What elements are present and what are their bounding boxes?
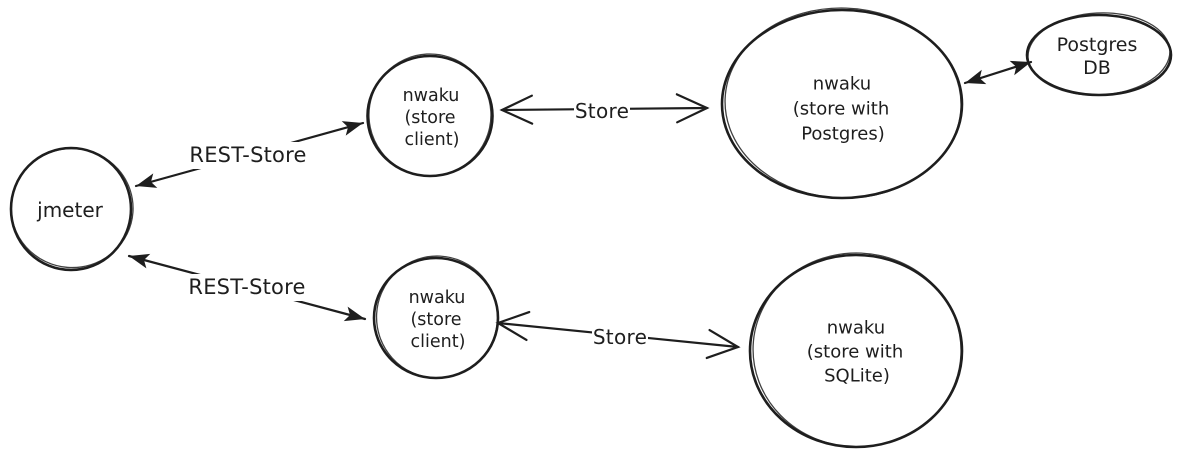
node-store-sqlite-label-line1: nwaku [827,318,885,339]
node-store-sqlite-sketch-stroke [752,252,962,448]
edge-jmeter-client-top: REST-Store [134,121,365,188]
edge-label-bg-store-bottom [592,325,648,349]
edge-label-store-top: Store [575,99,629,123]
node-store-client-bottom-label-line2: (store [410,310,461,330]
node-store-postgres-label-line2: (store with [793,99,889,120]
node-store-client-top-label-line1: nwaku [403,86,460,106]
node-nwaku-store-client-bottom: nwaku (store client) [372,255,500,380]
edge-label-rest-store-top: REST-Store [189,143,306,167]
node-postgres-db-label-line2: DB [1083,57,1111,79]
arrowhead-client-bottom-end [343,306,365,322]
node-store-client-top-sketch-stroke [368,53,492,177]
arrowhead-postgres-db-end [1009,60,1031,76]
node-postgres-db: Postgres DB [1025,12,1173,97]
node-store-postgres-sketch-stroke [724,7,962,199]
node-store-postgres-label-line3: Postgres) [801,124,885,145]
edge-label-bg-store-top [574,99,630,123]
node-postgres-db-label-line1: Postgres [1057,34,1138,56]
edge-label-bg-rest-store-top [193,142,303,169]
node-postgres-db-sketch-stroke [1027,12,1171,96]
arrowhead-open-store-bottom-right [705,328,741,360]
node-store-postgres-label-line1: nwaku [813,74,871,95]
node-store-sqlite-label-line2: (store with [807,342,903,363]
edge-label-rest-store-bottom: REST-Store [188,275,305,299]
arrowhead-open-store-top-right [675,93,710,124]
node-store-sqlite-label-line3: SQLite) [824,366,890,387]
edge-label-bg-rest-store-bottom [192,274,302,301]
node-store-client-top-label-line2: (store [404,108,455,128]
node-jmeter-label: jmeter [36,198,103,222]
node-store-client-top-label-line3: client) [405,130,460,150]
arrowhead-jmeter-bottom-end [129,253,151,269]
arrowhead-client-top-end [341,121,363,136]
edge-client-top-store-postgres: Store [499,93,710,125]
node-nwaku-store-client-top: nwaku (store client) [366,53,494,178]
node-nwaku-store-with-postgres: nwaku (store with Postgres) [720,7,964,200]
node-jmeter: jmeter [9,146,134,272]
node-store-client-bottom-label-line1: nwaku [409,288,466,308]
arrowhead-open-store-top-left [499,94,534,125]
arrowhead-open-store-bottom-left [495,310,531,342]
edge-store-postgres-db [963,60,1033,85]
edge-jmeter-client-bottom: REST-Store [127,253,367,322]
edge-label-store-bottom: Store [593,325,647,349]
node-store-client-bottom-sketch-stroke [375,255,499,379]
arrowhead-jmeter-top-end [136,173,158,188]
arrowhead-store-postgres-end [965,69,987,85]
node-nwaku-store-with-sqlite: nwaku (store with SQLite) [748,252,964,449]
node-store-client-bottom-label-line3: client) [411,332,466,352]
edge-client-bottom-store-sqlite: Store [495,310,741,360]
node-jmeter-sketch-stroke [10,147,134,269]
